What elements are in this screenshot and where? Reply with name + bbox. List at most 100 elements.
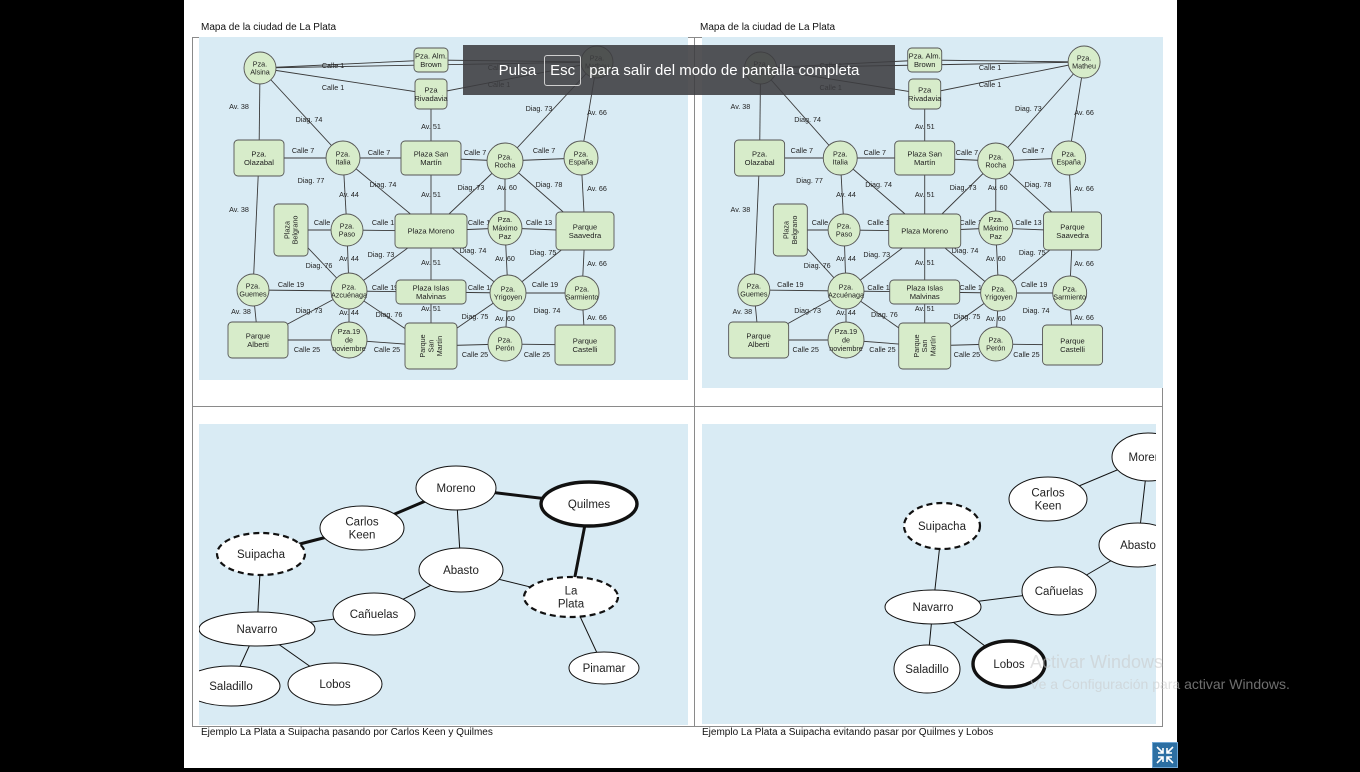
street-label-diag74: Diag. 74 (865, 180, 892, 189)
street-label-av60: Av. 60 (986, 254, 1006, 263)
street-label-av44: Av. 44 (339, 254, 359, 263)
plaza-label-rotated: PlazaBelgrano (782, 216, 799, 245)
plaza-label: Pza.Matheu (1072, 53, 1096, 70)
plaza-circle (564, 275, 600, 311)
street-label-diag78: Diag. 78 (1025, 180, 1052, 189)
street-line (252, 157, 260, 291)
street-label-av51: Av. 51 (421, 304, 441, 313)
town-ellipse (415, 465, 497, 511)
street-label-av44: Av. 44 (339, 190, 359, 199)
plaza-rect (889, 279, 961, 305)
town-ellipse (287, 662, 383, 706)
plaza-label: Pza.Italia (833, 149, 848, 166)
town-ellipse (539, 480, 639, 528)
plaza-node-moreno: Plaza Moreno (888, 213, 962, 249)
plaza-rect (233, 139, 285, 177)
street-line (924, 59, 1085, 63)
plaza-rect (395, 279, 467, 305)
street-label-calle1: Calle 1 (979, 63, 1001, 72)
town-ellipse (1098, 522, 1156, 568)
town-label: Cañuelas (1035, 586, 1084, 598)
street-label-calle13: Calle 13 (867, 218, 893, 227)
plaza-label: PlazaBelgrano (782, 216, 799, 245)
street-label-av66: Av. 66 (587, 184, 607, 193)
windows-activation-watermark: Activar Windows Ve a Configuración para … (1030, 652, 1290, 692)
plaza-circle (978, 210, 1014, 246)
street-label-av38: Av. 38 (731, 205, 751, 214)
street-label-diag74: Diag. 74 (1023, 306, 1050, 315)
town-ellipse (902, 501, 982, 551)
plaza-rect (772, 203, 808, 257)
plaza-node-paso: Pza.Paso (330, 213, 364, 247)
street-label-av51: Av. 51 (915, 304, 935, 313)
plaza-node-rocha: Pza.Rocha (486, 142, 524, 180)
plaza-rect (400, 140, 462, 176)
street-label-diag76: Diag. 76 (804, 261, 831, 270)
plaza-circle (489, 274, 527, 312)
town-node-moreno: Moreno (1111, 432, 1156, 482)
plaza-node-alsina: Pza.Alsina (243, 51, 277, 85)
exit-fullscreen-button[interactable] (1152, 742, 1178, 768)
street-label-calle25: Calle 25 (869, 345, 895, 354)
plaza-node-olazabal: Pza.Olazabal (233, 139, 285, 177)
street-line (259, 59, 432, 69)
street-label-diag73: Diag. 73 (526, 104, 553, 113)
street-label-diag74: Diag. 74 (370, 180, 397, 189)
town-node-lobos: Lobos (971, 639, 1047, 689)
plaza-node-psanmartin: ParqueSanMartín (898, 322, 952, 370)
street-label-calle19: Calle 19 (278, 280, 304, 289)
street-label-calle13: Calle 13 (960, 218, 986, 227)
plaza-rect (227, 321, 289, 359)
town-ellipse (319, 505, 405, 551)
street-label-calle25: Calle 25 (462, 350, 488, 359)
street-label-diag73: Diag. 73 (950, 183, 977, 192)
document-page: Mapa de la ciudad de La Plata Mapa de la… (184, 0, 1177, 768)
town-ellipse (971, 639, 1047, 689)
plaza-rect (734, 139, 786, 177)
town-label: Suipacha (237, 549, 286, 561)
plaza-label: Pza.Azcuénaga (828, 282, 864, 299)
plaza-label: Pza.Alsina (250, 59, 270, 76)
town-ellipse (568, 651, 640, 685)
plaza-rect (908, 78, 942, 110)
right-graph-nodes: MorenoQuilmesCarlosKeenSuipachaAbastoLaP… (884, 432, 1156, 694)
street-label-diag73: Diag. 73 (296, 306, 323, 315)
plaza-label-rotated: ParqueSanMartín (912, 334, 938, 357)
street-label-diag76: Diag. 76 (306, 261, 333, 270)
street-label-diag74: Diag. 74 (952, 246, 979, 255)
town-label: Abasto (1120, 540, 1156, 552)
plaza-label: Pza.Sarmiento (1053, 284, 1086, 301)
plaza-label: PlazaBelgrano (282, 216, 299, 245)
plaza-circle (977, 142, 1015, 180)
plaza-label: Pza.Sarmiento (566, 284, 599, 301)
plaza-node-peron: Pza.Perón (978, 326, 1014, 362)
watermark-subtitle: Ve a Configuración para activar Windows. (1030, 676, 1290, 692)
street-label-av44: Av. 44 (339, 308, 359, 317)
street-label-diag74: Diag. 74 (296, 115, 323, 124)
town-node-lobos: Lobos (287, 662, 383, 706)
town-ellipse (199, 611, 316, 647)
street-label-av38: Av. 38 (731, 102, 751, 111)
banner-prefix: Pulsa (498, 61, 537, 79)
street-label-calle1: Calle 1 (322, 83, 344, 92)
street-label-diag75: Diag. 75 (462, 312, 489, 321)
street-label-diag75: Diag. 75 (530, 248, 557, 257)
street-label-av51: Av. 51 (421, 190, 441, 199)
street-label-calle25: Calle 25 (1013, 350, 1039, 359)
street-label-av60: Av. 60 (988, 183, 1008, 192)
street-label-diag73: Diag. 73 (794, 306, 821, 315)
plaza-rect (894, 140, 956, 176)
plaza-label: Pza.Rocha (495, 152, 516, 169)
plaza-node-belgrano: PlazaBelgrano (273, 203, 309, 257)
street-label-diag76: Diag. 76 (376, 310, 403, 319)
